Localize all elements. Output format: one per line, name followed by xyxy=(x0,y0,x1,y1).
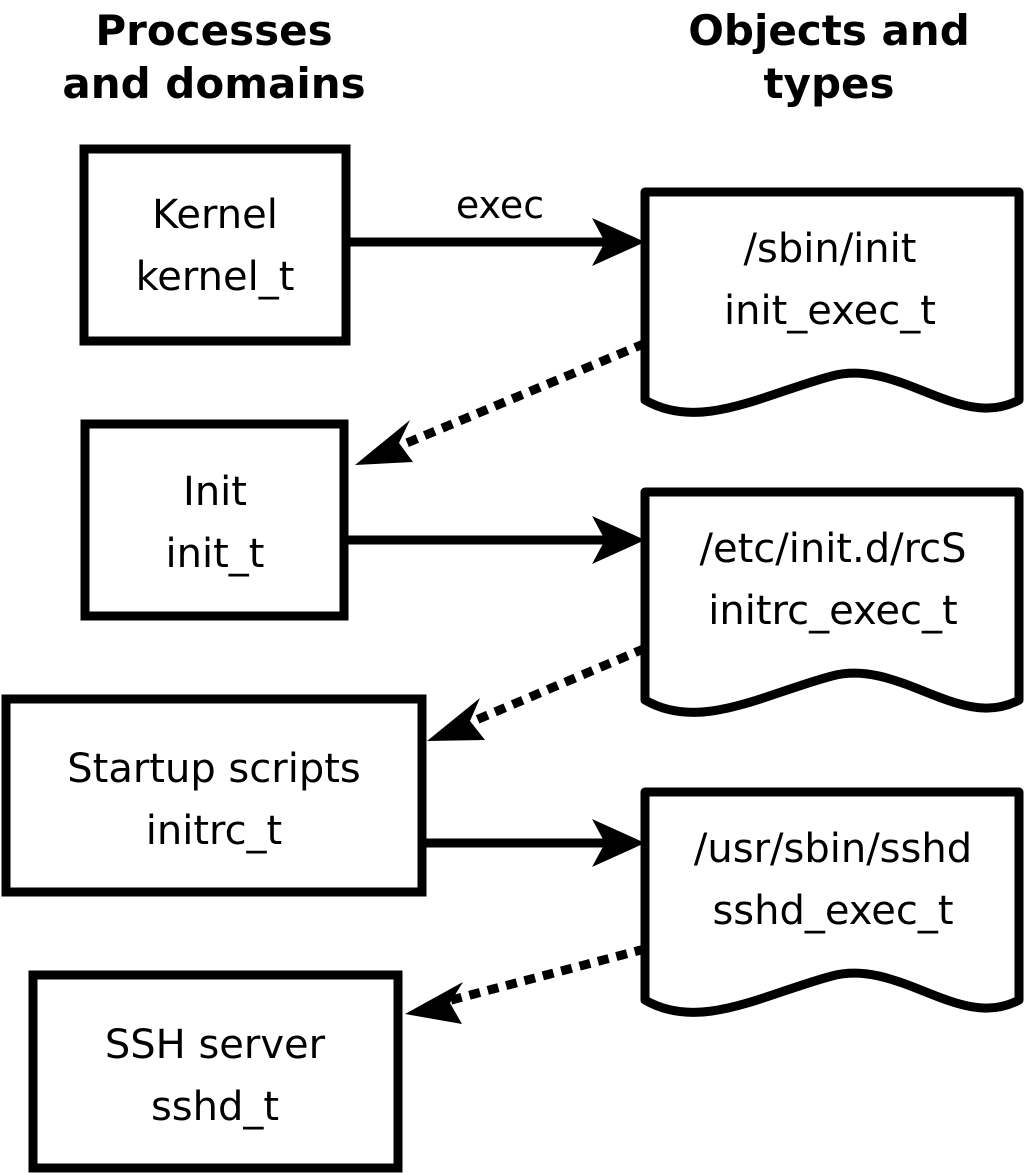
node-init[interactable]: Init init_t xyxy=(80,419,349,621)
node-etc-initd-rcs-line2: initrc_exec_t xyxy=(708,588,957,634)
node-startup-scripts-line1: Startup scripts xyxy=(67,746,360,792)
node-sbin-init-line2: init_exec_t xyxy=(724,288,936,334)
node-etc-initd-rcs[interactable]: /etc/init.d/rcS initrc_exec_t xyxy=(640,487,1024,717)
column-header-processes-line2: and domains xyxy=(62,59,365,108)
edge-initrc-exec-to-initrc xyxy=(427,644,647,741)
node-kernel-box[interactable] xyxy=(79,144,351,346)
column-header-processes: Processes and domains xyxy=(62,6,365,108)
arrow-head-icon xyxy=(592,516,645,564)
node-ssh-server-box[interactable] xyxy=(28,970,403,1173)
node-ssh-server-line2: sshd_t xyxy=(151,1084,279,1130)
edge-initrc-exec-sshd-exec xyxy=(426,819,645,867)
node-startup-scripts[interactable]: Startup scripts initrc_t xyxy=(1,694,427,897)
node-kernel-line1: Kernel xyxy=(152,192,278,238)
column-header-objects: Objects and types xyxy=(688,6,970,108)
node-kernel[interactable]: Kernel kernel_t xyxy=(79,144,351,346)
node-ssh-server-line1: SSH server xyxy=(105,1022,326,1068)
node-startup-scripts-box[interactable] xyxy=(1,694,427,897)
node-etc-initd-rcs-line1: /etc/init.d/rcS xyxy=(699,526,966,572)
node-init-box[interactable] xyxy=(80,419,349,621)
column-header-objects-line2: types xyxy=(763,59,894,108)
node-usr-sbin-sshd-line2: sshd_exec_t xyxy=(712,888,953,934)
edge-init-exec-to-init xyxy=(355,339,647,465)
node-sbin-init-line1: /sbin/init xyxy=(744,226,917,272)
arrow-head-icon xyxy=(355,420,413,465)
arrow-head-icon xyxy=(427,698,485,741)
node-sbin-init-document[interactable] xyxy=(640,187,1024,417)
node-init-line1: Init xyxy=(183,469,247,515)
node-init-line2: init_t xyxy=(166,531,265,577)
edge-label-exec: exec xyxy=(456,183,544,227)
node-sbin-init[interactable]: /sbin/init init_exec_t xyxy=(640,187,1024,417)
node-usr-sbin-sshd-document[interactable] xyxy=(640,787,1024,1017)
edge-init-exec-initrc-exec xyxy=(348,516,645,564)
column-header-objects-line1: Objects and xyxy=(688,6,970,55)
node-usr-sbin-sshd-line1: /usr/sbin/sshd xyxy=(694,826,972,872)
edge-line xyxy=(384,339,647,456)
node-kernel-line2: kernel_t xyxy=(136,254,295,300)
node-etc-initd-rcs-document[interactable] xyxy=(640,487,1024,717)
edge-kernel-exec-init-exec: exec xyxy=(350,183,645,266)
arrow-head-icon xyxy=(592,218,645,266)
arrow-head-icon xyxy=(405,982,463,1024)
arrow-head-icon xyxy=(592,819,645,867)
edge-line xyxy=(434,944,647,1009)
node-startup-scripts-line2: initrc_t xyxy=(146,808,283,854)
edge-sshd-exec-to-sshd xyxy=(405,944,647,1024)
edge-line xyxy=(456,644,647,732)
node-ssh-server[interactable]: SSH server sshd_t xyxy=(28,970,403,1173)
node-usr-sbin-sshd[interactable]: /usr/sbin/sshd sshd_exec_t xyxy=(640,787,1024,1017)
column-header-processes-line1: Processes xyxy=(95,6,332,55)
